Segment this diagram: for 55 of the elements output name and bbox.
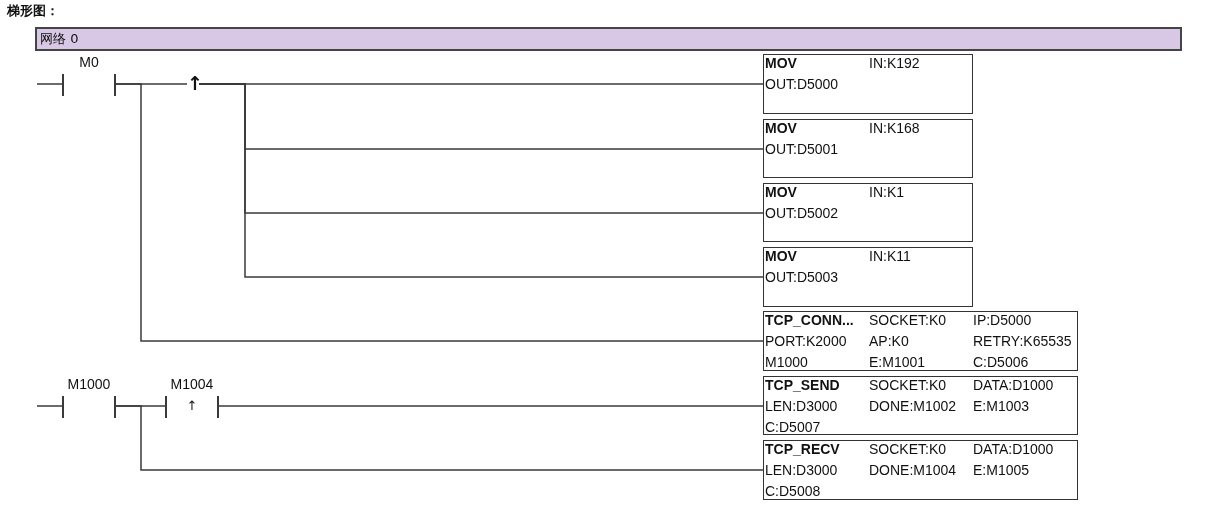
contact-label: M0 bbox=[79, 54, 99, 71]
block-parameter: DATA:D1000 bbox=[973, 376, 1054, 395]
instruction-name: TCP_CONN... bbox=[765, 311, 854, 330]
block-parameter: E:M1005 bbox=[973, 461, 1030, 480]
network-header-bar: 网络 0 bbox=[35, 27, 1182, 51]
block-parameter: DONE:M1004 bbox=[869, 461, 957, 480]
block-parameter: IN:K168 bbox=[869, 119, 920, 138]
contact-label: M1000 bbox=[67, 376, 111, 393]
block-parameter: E:M1001 bbox=[869, 353, 926, 372]
rung-line bbox=[36, 405, 63, 407]
block-parameter: M1000 bbox=[765, 353, 808, 372]
function-block bbox=[763, 376, 1078, 435]
instruction-name: TCP_SEND bbox=[765, 376, 840, 395]
rung-line bbox=[36, 83, 63, 85]
block-parameter: SOCKET:K0 bbox=[869, 440, 947, 459]
block-parameter: OUT:D5001 bbox=[765, 140, 839, 159]
function-block bbox=[763, 247, 973, 307]
function-block bbox=[763, 311, 1078, 371]
block-parameter: SOCKET:K0 bbox=[869, 376, 947, 395]
function-block bbox=[763, 119, 973, 178]
block-parameter: OUT:D5002 bbox=[765, 204, 839, 223]
block-parameter: IN:K1 bbox=[869, 183, 904, 202]
block-parameter: C:D5008 bbox=[765, 482, 821, 501]
block-parameter: IP:D5000 bbox=[973, 311, 1032, 330]
function-block bbox=[763, 183, 973, 242]
instruction-name: MOV bbox=[765, 119, 797, 138]
block-parameter: IN:K11 bbox=[869, 247, 911, 266]
rising-edge-symbol: ↑ bbox=[187, 71, 199, 96]
instruction-name: MOV bbox=[765, 183, 797, 202]
instruction-name: MOV bbox=[765, 247, 797, 266]
block-parameter: IN:K192 bbox=[869, 54, 920, 73]
block-parameter: AP:K0 bbox=[869, 332, 909, 351]
block-parameter: OUT:D5003 bbox=[765, 268, 839, 287]
contact-label: M1004 bbox=[170, 376, 214, 393]
block-parameter: RETRY:K65535 bbox=[973, 332, 1072, 351]
block-parameter: PORT:K2000 bbox=[765, 332, 847, 351]
function-block bbox=[763, 54, 973, 114]
instruction-name: TCP_RECV bbox=[765, 440, 840, 459]
block-parameter: OUT:D5000 bbox=[765, 75, 839, 94]
block-parameter: C:D5007 bbox=[765, 418, 821, 437]
block-parameter: LEN:D3000 bbox=[765, 397, 838, 416]
rung-line bbox=[115, 83, 764, 342]
instruction-name: MOV bbox=[765, 54, 797, 73]
function-block bbox=[763, 440, 1078, 500]
block-parameter: DATA:D1000 bbox=[973, 440, 1054, 459]
rung-line bbox=[198, 83, 764, 278]
block-parameter: DONE:M1002 bbox=[869, 397, 957, 416]
rung-line bbox=[218, 405, 764, 407]
block-parameter: SOCKET:K0 bbox=[869, 311, 947, 330]
edge-mark: ↑ bbox=[186, 398, 198, 414]
diagram-title: 梯形图： bbox=[7, 2, 59, 20]
block-parameter: LEN:D3000 bbox=[765, 461, 838, 480]
block-parameter: C:D5006 bbox=[973, 353, 1029, 372]
block-parameter: E:M1003 bbox=[973, 397, 1030, 416]
rung-line bbox=[115, 405, 764, 471]
